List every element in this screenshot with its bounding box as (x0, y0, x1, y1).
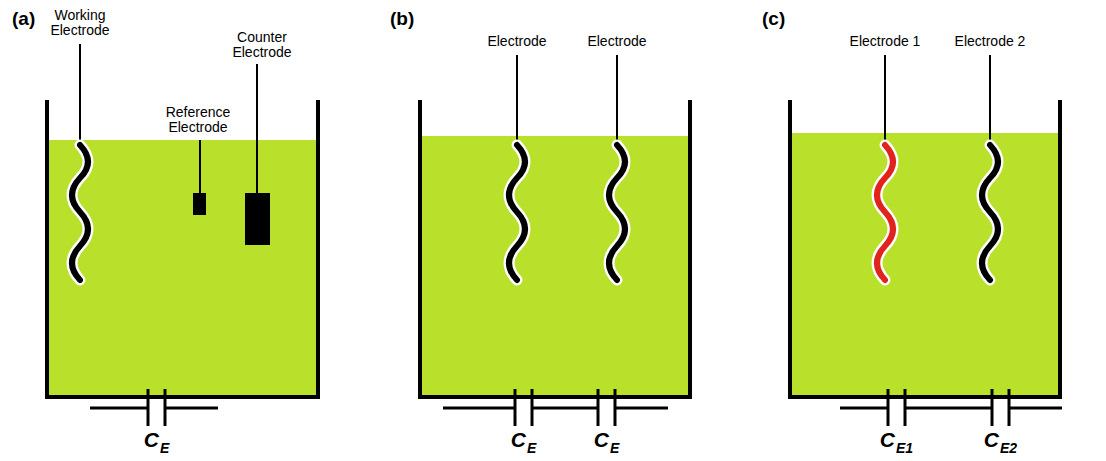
capacitor-lead (443, 407, 515, 410)
electrode-halo (72, 145, 88, 280)
panel-letter: (a) (12, 8, 35, 30)
electrode-label: Reference Electrode (158, 105, 238, 135)
counter-electrode (245, 193, 270, 245)
electrolyte (422, 136, 688, 395)
electrode (609, 145, 625, 280)
capacitor-plate (597, 389, 600, 426)
electrode (509, 145, 525, 280)
electrode-wire (989, 55, 991, 147)
capacitor-plate (991, 389, 994, 426)
capacitor-plate (514, 389, 517, 426)
electrode-wire (256, 64, 258, 194)
capacitance-subscript: E (610, 440, 619, 456)
capacitor-plate (147, 389, 150, 426)
capacitance-subscript: E1 (896, 440, 913, 456)
beaker (420, 100, 690, 397)
electrolyte (49, 140, 316, 395)
electrolyte (792, 133, 1058, 395)
modified-electrode (877, 145, 893, 280)
capacitor-lead (1009, 407, 1062, 410)
capacitance-symbol: C (594, 428, 609, 452)
electrode-wire (616, 55, 618, 147)
electrode (982, 145, 998, 280)
electrode-label: Electrode (572, 34, 662, 49)
beaker (790, 100, 1060, 397)
electrode-label: Working Electrode (39, 8, 121, 38)
electrode-label: Counter Electrode (222, 30, 302, 60)
capacitor-lead (615, 407, 668, 410)
beaker (47, 100, 318, 397)
capacitor-lead (905, 407, 992, 410)
capacitance-symbol: C (144, 428, 159, 452)
panel-letter: (b) (390, 8, 414, 30)
capacitor-lead (840, 407, 888, 410)
electrode-wire (884, 55, 886, 147)
capacitor-lead (90, 407, 148, 410)
panel-letter: (c) (762, 8, 785, 30)
capacitance-subscript: E2 (1000, 440, 1017, 456)
electrode-wire (516, 55, 518, 147)
capacitor-lead (532, 407, 598, 410)
capacitance-subscript: E (527, 440, 536, 456)
electrode-label: Electrode (472, 34, 562, 49)
reference-electrode (193, 193, 206, 215)
electrode-halo (509, 145, 525, 280)
working-electrode (72, 145, 88, 280)
capacitance-subscript: E (160, 440, 169, 456)
electrode-halo (609, 145, 625, 280)
capacitance-symbol: C (511, 428, 526, 452)
electrode-halo (877, 145, 893, 280)
electrode-label: Electrode 1 (835, 34, 935, 49)
capacitance-symbol: C (880, 428, 895, 452)
capacitor-lead (165, 407, 218, 410)
capacitance-symbol: C (984, 428, 999, 452)
electrode-wire (199, 140, 201, 194)
electrode-label: Electrode 2 (940, 34, 1040, 49)
electrode-wire (79, 44, 81, 147)
electrode-halo (982, 145, 998, 280)
capacitor-plate (887, 389, 890, 426)
